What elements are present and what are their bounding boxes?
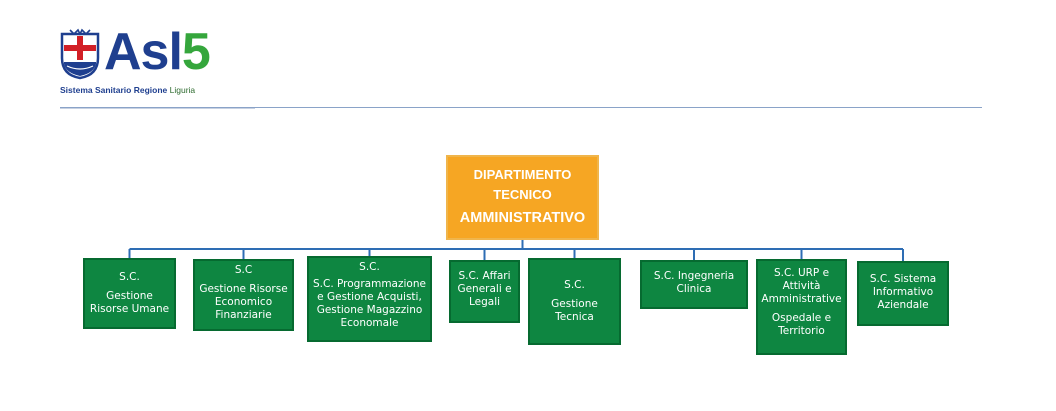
unit-line: Gestione — [106, 290, 153, 302]
unit-line: S.C. — [564, 279, 585, 291]
unit-line: Legali — [468, 296, 501, 308]
unit-line: Generali e — [457, 283, 512, 295]
unit-line: S.C. — [359, 261, 380, 273]
unit-line: S.C. Sistema — [869, 273, 937, 285]
tagline-part3: Liguria — [169, 85, 196, 95]
tagline-part1: Sistema Sanitario — [60, 85, 132, 95]
brand-name: Asl5 — [104, 22, 211, 82]
unit-line: S.C. Programmazione — [313, 278, 426, 290]
unit-ingegneria-clinica: S.C. Ingegneria Clinica — [640, 260, 748, 309]
unit-affari-generali-legali: S.C. Affari Generali e Legali — [449, 260, 520, 323]
department-box: DIPARTIMENTO TECNICO AMMINISTRATIVO — [446, 155, 599, 240]
brand-prefix: Asl — [104, 23, 183, 81]
unit-risorse-economico-finanziarie: S.C Gestione Risorse Economico Finanziar… — [193, 259, 294, 331]
brand-number: 5 — [181, 23, 211, 81]
unit-urp-attivita-amministrative: S.C. URP e Attività Amministrative Osped… — [756, 259, 847, 355]
liguria-cross-shield-icon — [60, 28, 100, 80]
unit-line: S.C. Affari — [458, 270, 511, 282]
unit-line: Tecnica — [555, 311, 594, 323]
unit-risorse-umane: S.C. Gestione Risorse Umane — [83, 258, 176, 329]
header-divider — [60, 107, 982, 108]
unit-programmazione-acquisti: S.C. S.C. Programmazione e Gestione Acqu… — [307, 256, 432, 342]
department-line-2: TECNICO — [493, 187, 552, 202]
unit-line: Ospedale e — [771, 312, 832, 324]
header-divider-accent — [60, 108, 255, 109]
unit-line: Gestione Magazzino — [316, 304, 423, 316]
unit-line: Economico — [214, 296, 273, 308]
unit-line: S.C. URP e — [773, 267, 830, 279]
department-line-3: AMMINISTRATIVO — [459, 210, 586, 226]
unit-line: Risorse Umane — [89, 303, 170, 315]
unit-line: Informativo — [872, 286, 934, 298]
department-line-1: DIPARTIMENTO — [473, 167, 572, 182]
unit-line: Gestione — [551, 298, 598, 310]
unit-line: S.C. — [119, 271, 140, 283]
unit-line: S.C. Ingegneria — [653, 270, 735, 282]
tagline-part2: Regione — [133, 85, 168, 95]
unit-line: Aziendale — [877, 299, 929, 311]
unit-line: Economale — [340, 317, 399, 329]
unit-line: Territorio — [778, 325, 825, 337]
brand-tagline: Sistema Sanitario Regione Liguria — [60, 85, 195, 95]
unit-line: Gestione Risorse — [199, 283, 288, 295]
unit-line: S.C — [234, 264, 253, 276]
unit-gestione-tecnica: S.C. Gestione Tecnica — [528, 258, 621, 345]
unit-line: Attività — [782, 280, 821, 292]
unit-line: e Gestione Acquisti, — [317, 291, 422, 303]
unit-line: Finanziarie — [215, 309, 272, 321]
unit-line: Amministrative — [761, 293, 842, 305]
unit-sistema-informativo: S.C. Sistema Informativo Aziendale — [857, 261, 949, 326]
unit-line: Clinica — [676, 283, 712, 295]
